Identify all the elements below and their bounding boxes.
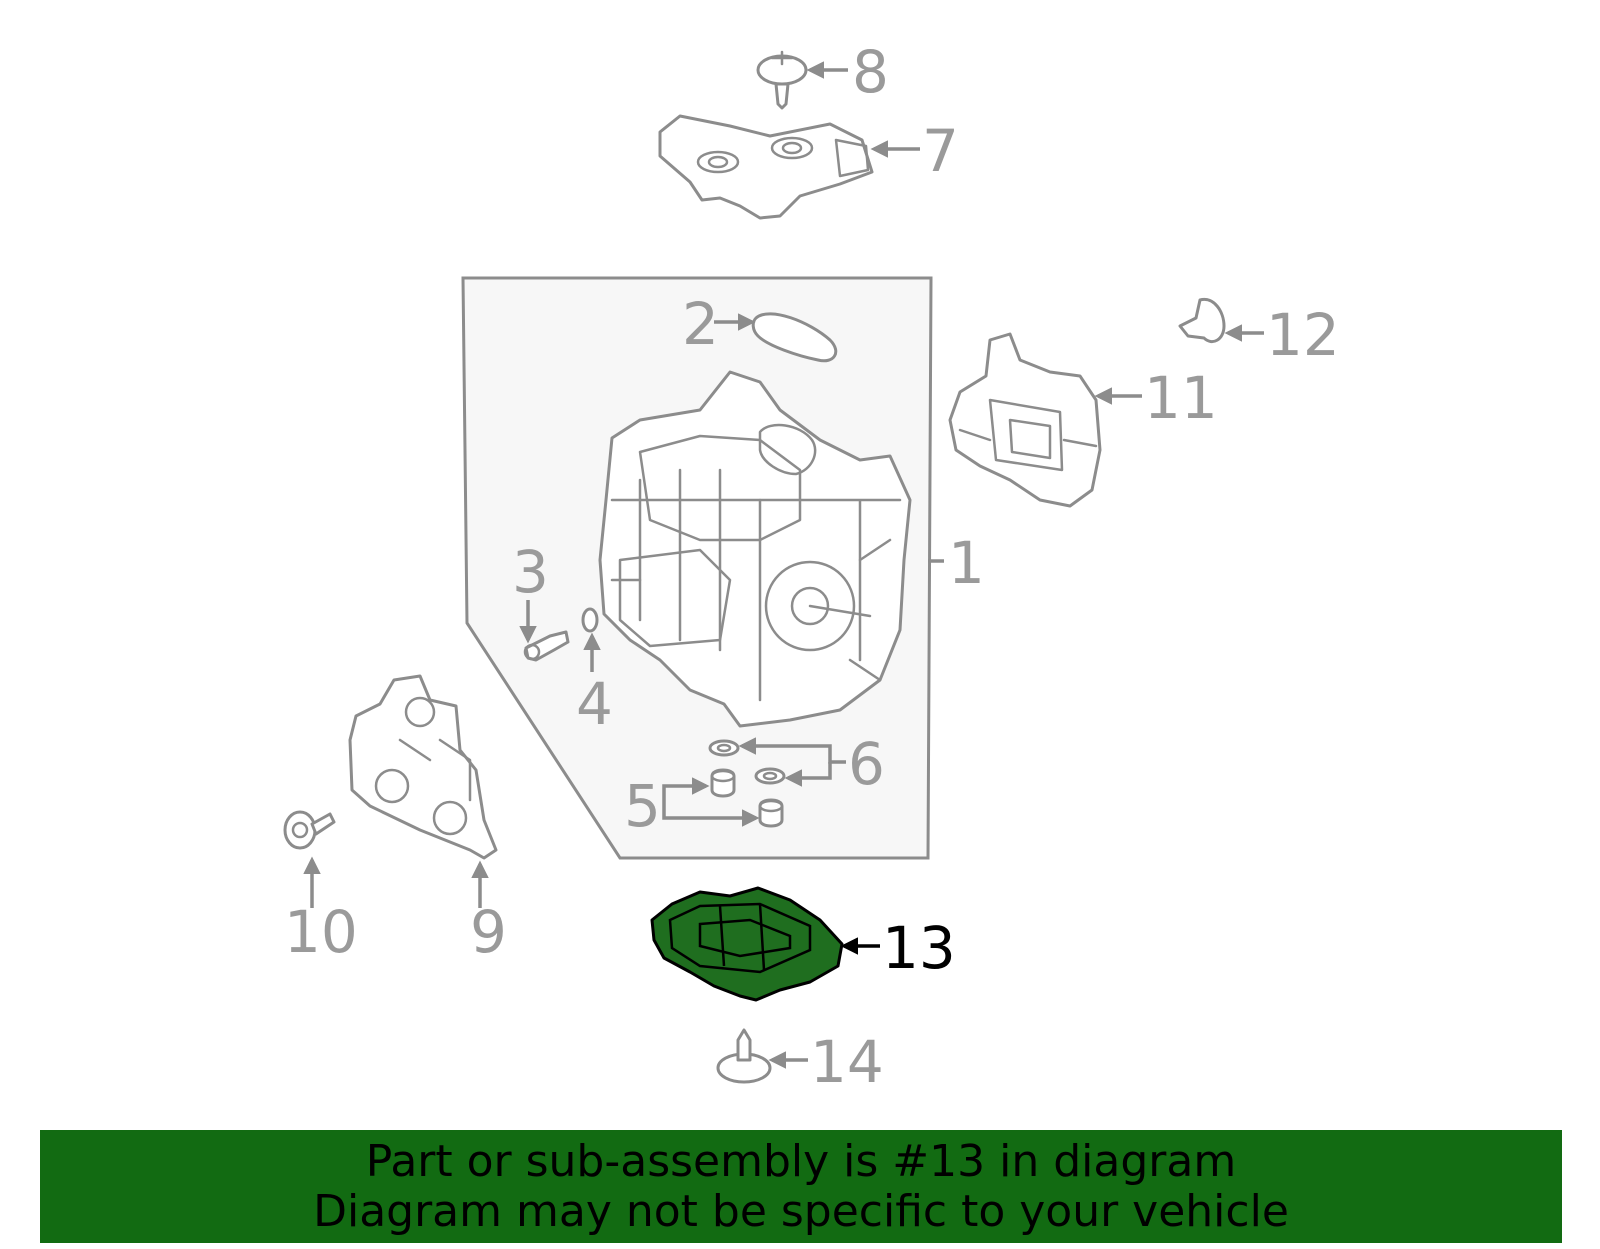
callout-7[interactable]: 7: [922, 117, 959, 185]
banner-line-2: Diagram may not be specific to your vehi…: [313, 1185, 1289, 1237]
callout-2[interactable]: 2: [682, 290, 719, 358]
part-2-gasket[interactable]: [751, 312, 838, 363]
part-7-cover-bracket[interactable]: [658, 114, 874, 220]
callout-12[interactable]: 12: [1266, 301, 1340, 369]
callout-3[interactable]: 3: [512, 538, 549, 606]
callout-10[interactable]: 10: [284, 898, 358, 966]
callout-13[interactable]: 13: [882, 914, 956, 982]
part-14-push-pin[interactable]: [716, 1028, 772, 1084]
banner-line-1: Part or sub-assembly is #13 in diagram: [365, 1135, 1237, 1187]
part-6-washers[interactable]: [708, 739, 786, 785]
part-9-bracket[interactable]: [348, 674, 498, 860]
part-10-bolt[interactable]: [283, 810, 336, 850]
part-13-control-module[interactable]: [650, 886, 844, 1002]
part-3-sensor[interactable]: [523, 630, 570, 662]
info-banner: Part or sub-assembly is #13 in diagram D…: [40, 1130, 1562, 1243]
part-11-side-cover[interactable]: [948, 332, 1102, 508]
part-12-clip[interactable]: [1178, 297, 1226, 343]
callout-14[interactable]: 14: [810, 1028, 884, 1096]
callout-6[interactable]: 6: [848, 730, 885, 798]
callout-8[interactable]: 8: [852, 38, 889, 106]
callout-9[interactable]: 9: [470, 898, 507, 966]
part-4-o-ring[interactable]: [581, 607, 599, 633]
part-5-mounts[interactable]: [710, 768, 784, 828]
callout-4[interactable]: 4: [576, 670, 613, 738]
part-1-housing[interactable]: [598, 370, 912, 728]
part-8-screw[interactable]: [756, 50, 808, 110]
callout-5[interactable]: 5: [624, 772, 661, 840]
callout-1[interactable]: 1: [948, 529, 985, 597]
callout-11[interactable]: 11: [1144, 364, 1218, 432]
